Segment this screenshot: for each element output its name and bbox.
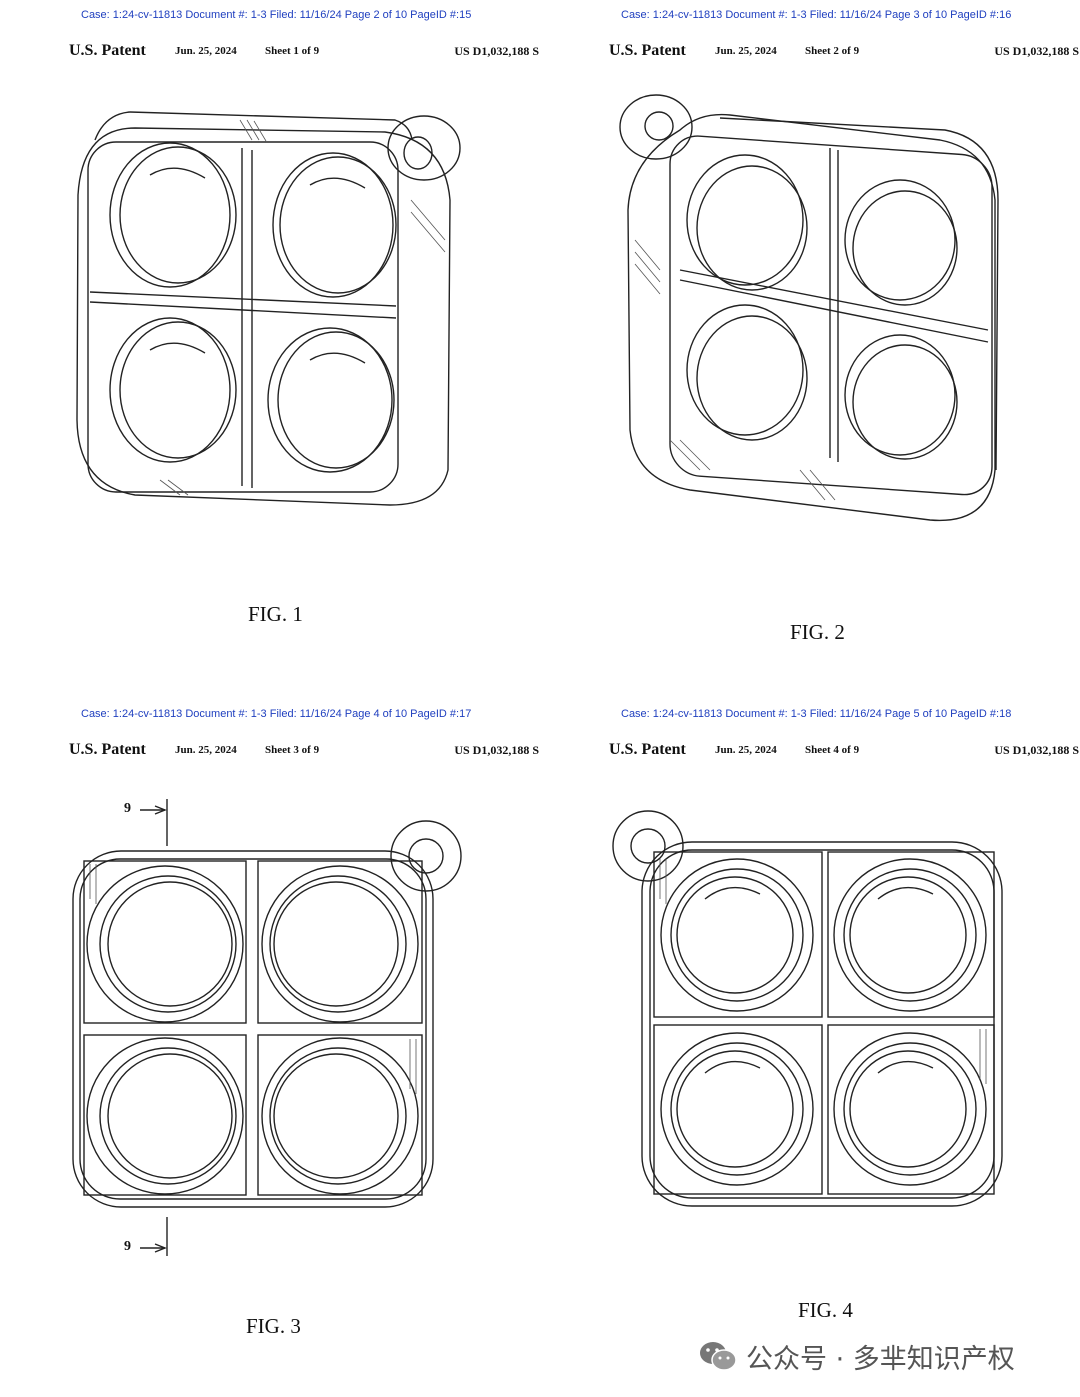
patent-date: Jun. 25, 2024	[175, 45, 237, 57]
patent-number: US D1,032,188 S	[454, 743, 539, 757]
sheet-number: Sheet 2 of 9	[805, 45, 860, 57]
patent-sheet-3: Case: 1:24-cv-11813 Document #: 1-3 File…	[0, 699, 540, 1397]
fig-3-drawing	[72, 799, 462, 1256]
patent-label: U.S. Patent	[609, 741, 686, 758]
fig-4-drawing	[612, 810, 1003, 1207]
patent-sheet-2: Case: 1:24-cv-11813 Document #: 1-3 File…	[540, 0, 1080, 698]
patent-label: U.S. Patent	[69, 42, 146, 59]
figure-label: FIG. 4	[798, 1298, 853, 1322]
fig-1-drawing	[76, 111, 461, 506]
sheet-header: U.S. Patent Jun. 25, 2024 Sheet 1 of 9 U…	[69, 42, 539, 62]
wechat-icon	[700, 1342, 737, 1371]
section-mark-bottom: 9	[124, 1239, 131, 1254]
fig-2-drawing	[619, 94, 999, 522]
patent-sheet-4: Case: 1:24-cv-11813 Document #: 1-3 File…	[540, 699, 1080, 1397]
section-mark-top: 9	[124, 801, 131, 816]
patent-date: Jun. 25, 2024	[175, 744, 237, 756]
watermark-text: 公众号 · 多芈知识产权	[746, 1343, 1015, 1375]
patent-date: Jun. 25, 2024	[715, 45, 777, 57]
case-line: Case: 1:24-cv-11813 Document #: 1-3 File…	[621, 9, 1012, 21]
case-line: Case: 1:24-cv-11813 Document #: 1-3 File…	[81, 9, 472, 21]
patent-number: US D1,032,188 S	[994, 743, 1079, 757]
sheet-number: Sheet 3 of 9	[265, 744, 320, 756]
patent-date: Jun. 25, 2024	[715, 744, 777, 756]
case-line: Case: 1:24-cv-11813 Document #: 1-3 File…	[621, 708, 1012, 720]
sheet-header: U.S. Patent Jun. 25, 2024 Sheet 4 of 9 U…	[609, 741, 1079, 761]
patent-label: U.S. Patent	[69, 741, 146, 758]
patent-label: U.S. Patent	[609, 42, 686, 59]
sheet-header: U.S. Patent Jun. 25, 2024 Sheet 3 of 9 U…	[69, 741, 539, 761]
figure-label: FIG. 2	[790, 620, 845, 644]
figure-label: FIG. 3	[246, 1314, 301, 1338]
figure-label: FIG. 1	[248, 602, 303, 626]
patent-number: US D1,032,188 S	[994, 44, 1079, 58]
wechat-watermark: 公众号 · 多芈知识产权	[698, 1336, 1015, 1376]
sheet-number: Sheet 4 of 9	[805, 744, 860, 756]
sheet-header: U.S. Patent Jun. 25, 2024 Sheet 2 of 9 U…	[609, 42, 1079, 62]
patent-number: US D1,032,188 S	[454, 44, 539, 58]
patent-sheet-1: Case: 1:24-cv-11813 Document #: 1-3 File…	[0, 0, 540, 698]
case-line: Case: 1:24-cv-11813 Document #: 1-3 File…	[81, 708, 472, 720]
sheet-number: Sheet 1 of 9	[265, 45, 320, 57]
